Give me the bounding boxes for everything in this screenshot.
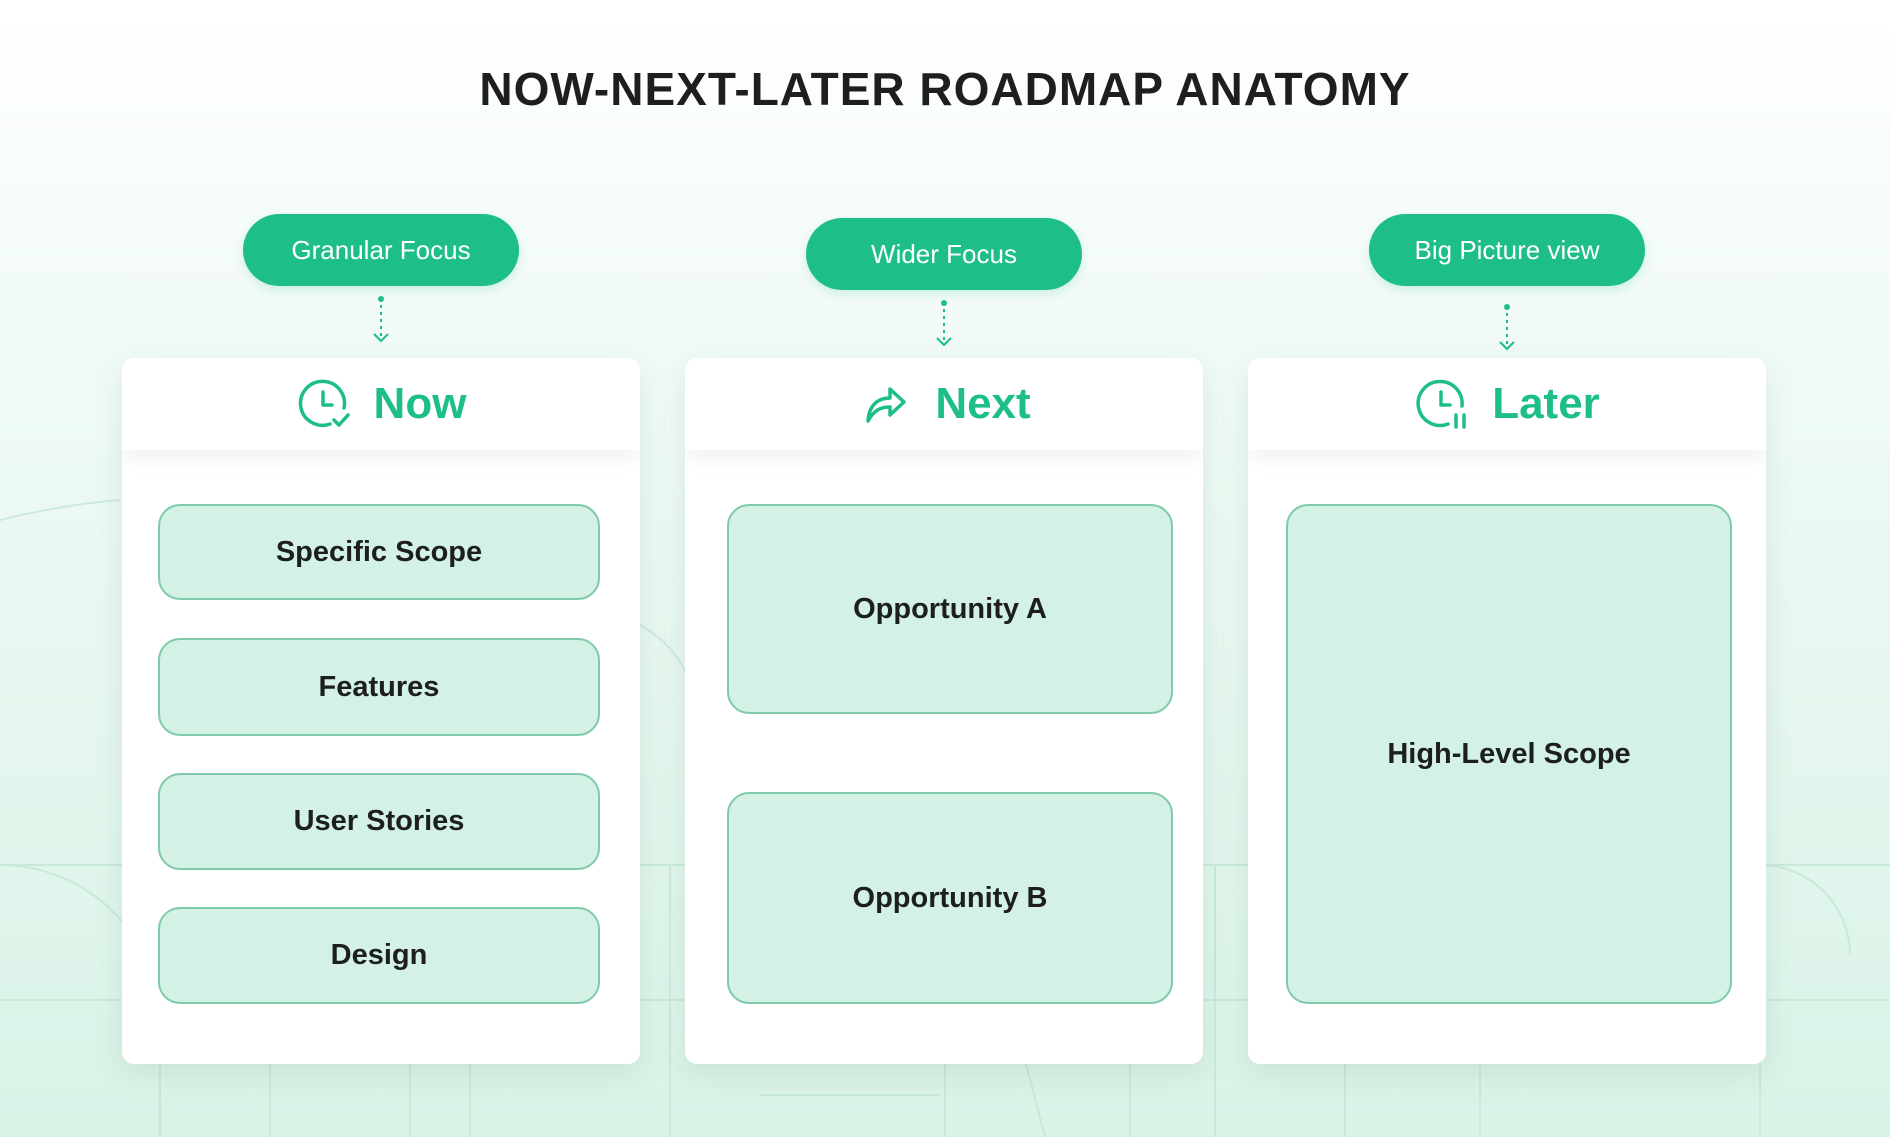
- clock-pause-icon: [1414, 376, 1470, 432]
- card-heading-next: Next: [935, 379, 1031, 428]
- focus-pill-later: Big Picture view: [1369, 214, 1645, 286]
- scope-box: Features: [158, 638, 600, 736]
- card-heading-later: Later: [1492, 379, 1600, 428]
- dotted-arrow-connector: [936, 300, 952, 347]
- card-later: Later High-Level Scope: [1248, 358, 1766, 1064]
- scope-box: User Stories: [158, 773, 600, 870]
- focus-pill-next: Wider Focus: [806, 218, 1082, 290]
- clock-check-icon: [296, 376, 352, 432]
- card-heading-now: Now: [373, 379, 467, 428]
- diagram-title: NOW-NEXT-LATER ROADMAP ANATOMY: [479, 63, 1411, 115]
- opportunity-box: Opportunity A: [727, 504, 1173, 714]
- card-next: Next Opportunity A Opportunity B: [685, 358, 1203, 1064]
- card-header-next: Next: [685, 358, 1203, 450]
- card-header-now: Now: [122, 358, 640, 450]
- scope-box: Specific Scope: [158, 504, 600, 600]
- scope-box: Design: [158, 907, 600, 1004]
- dotted-arrow-connector: [1499, 304, 1515, 351]
- share-arrow-icon: [857, 376, 913, 432]
- card-now: Now Specific Scope Features User Stories…: [122, 358, 640, 1064]
- dotted-arrow-connector: [373, 296, 389, 343]
- high-level-scope-box: High-Level Scope: [1286, 504, 1732, 1004]
- opportunity-box: Opportunity B: [727, 792, 1173, 1004]
- focus-pill-now: Granular Focus: [243, 214, 519, 286]
- card-header-later: Later: [1248, 358, 1766, 450]
